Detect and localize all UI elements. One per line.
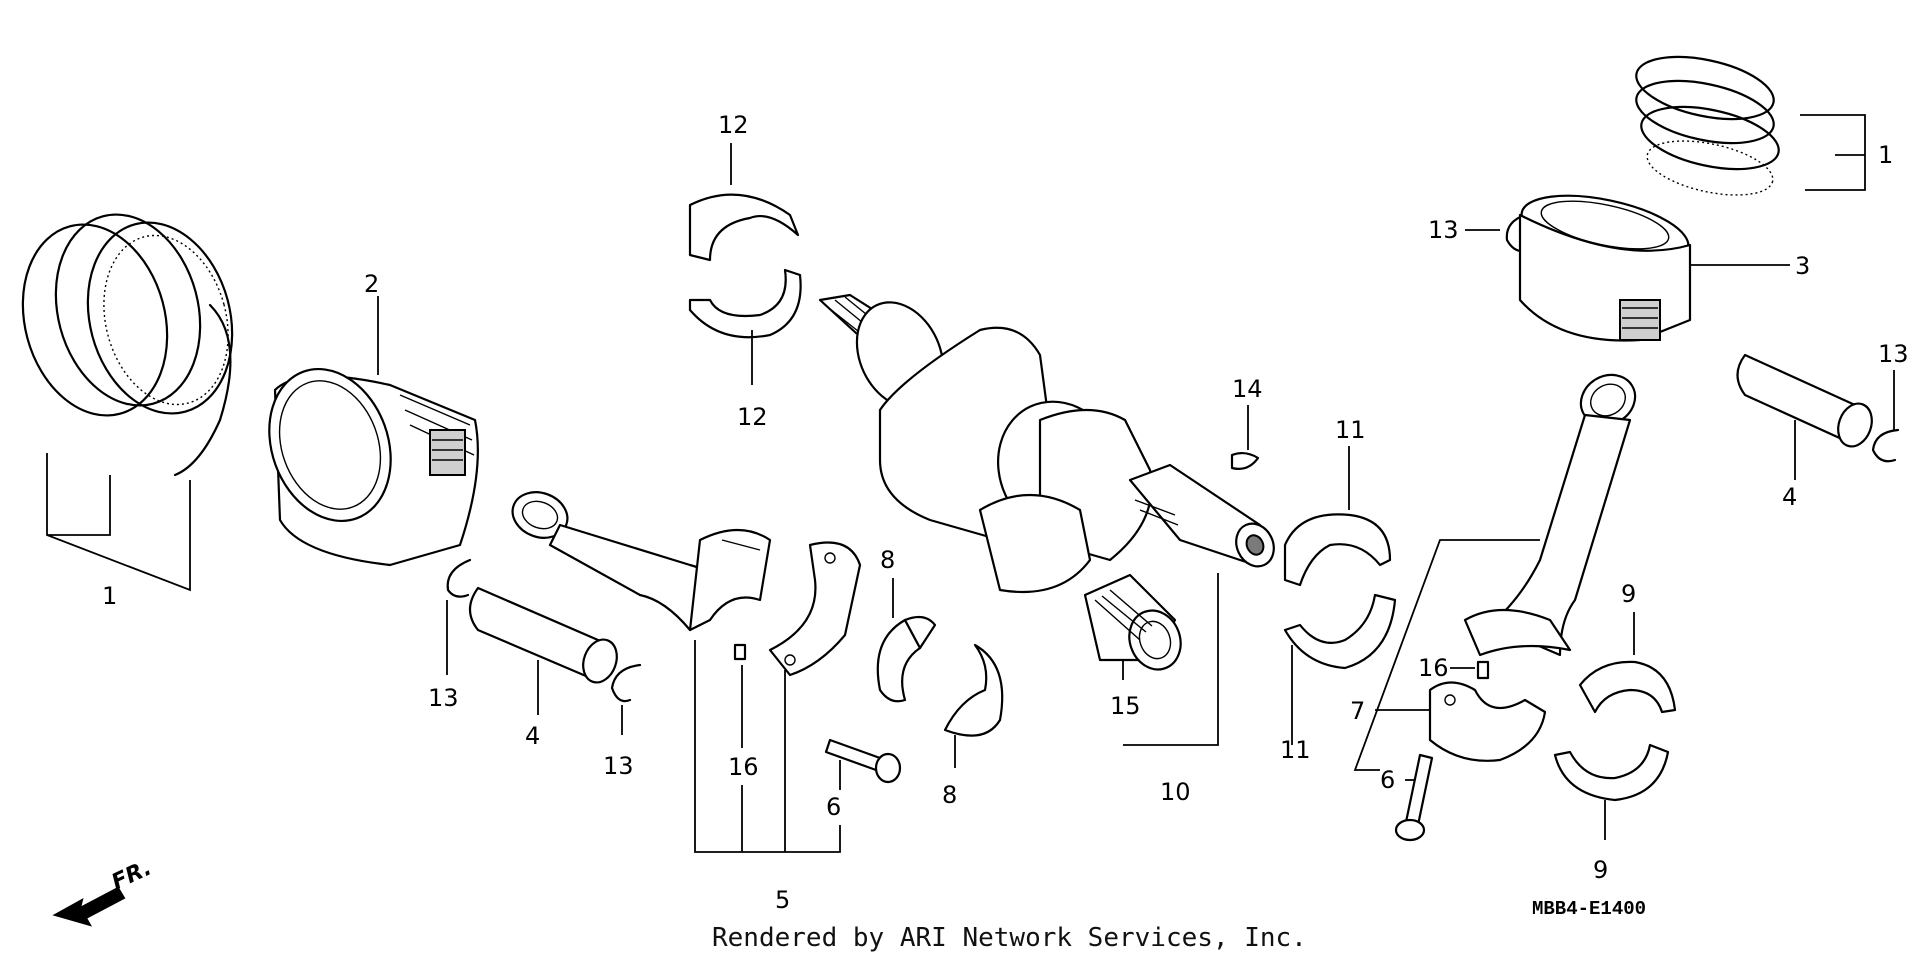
callout-7: 7 [1350,697,1365,725]
connecting-rod-cap-left[interactable] [768,541,862,677]
main-bearing-12-lower[interactable] [688,268,802,339]
callout-11-lower: 11 [1280,736,1311,764]
callout-4-left: 4 [525,722,540,750]
piston-right[interactable] [1516,183,1695,342]
rod-bearing-8-lower[interactable] [943,643,1004,737]
front-direction-arrow-icon [52,886,126,927]
callout-1-left: 1 [102,582,117,610]
credit-line: Rendered by ARI Network Services, Inc. [712,923,1307,953]
piston-pin-clip-right-b[interactable] [1871,428,1900,463]
callout-9-upper: 9 [1621,580,1636,608]
piston-left[interactable] [249,352,479,567]
rod-bearing-9-lower[interactable] [1553,743,1670,802]
callout-2: 2 [364,270,379,298]
callout-14: 14 [1232,375,1263,403]
callout-11-upper: 11 [1335,416,1366,444]
callout-5: 5 [775,886,790,914]
callout-3: 3 [1795,252,1810,280]
callout-13-d: 13 [1878,340,1909,368]
leader-1-right [1800,114,1866,191]
dowel-pin-left[interactable] [733,643,747,661]
callout-12-bottom: 12 [737,403,768,431]
rod-bolt-right[interactable] [1394,753,1434,842]
callout-4-right: 4 [1782,483,1797,511]
leader-1-left [46,453,191,592]
main-bearing-11-lower[interactable] [1283,593,1397,670]
callout-13-a: 13 [428,684,459,712]
piston-pin-clip-left-a[interactable] [446,558,472,598]
piston-pin-right[interactable] [1736,353,1878,451]
piston-ring-set-right[interactable] [1631,46,1785,205]
crankshaft[interactable] [818,288,1281,594]
callout-12-top: 12 [718,111,749,139]
callout-13-c: 13 [1428,216,1459,244]
leader-10 [1123,573,1219,746]
main-bearing-12-upper[interactable] [688,193,800,262]
callout-16-right: 16 [1418,654,1449,682]
main-bearing-11-upper[interactable] [1283,513,1392,587]
callout-9-lower: 9 [1593,856,1608,884]
callout-8-upper: 8 [880,546,895,574]
front-direction-label: FR. [108,856,155,896]
callout-1-right: 1 [1878,141,1893,169]
piston-pin-clip-left-b[interactable] [610,663,642,703]
leader-5 [694,640,841,853]
callout-8-lower: 8 [942,781,957,809]
callout-16-left: 16 [728,753,759,781]
rod-bearing-8-upper[interactable] [876,615,937,703]
callout-10: 10 [1160,778,1191,806]
piston-pin-left[interactable] [468,586,623,687]
piston-ring-set-left[interactable] [2,198,252,477]
connecting-rod-left[interactable] [506,485,772,632]
callout-6-left: 6 [826,793,841,821]
woodruff-key[interactable] [1230,451,1260,470]
leader-rod-right [1353,539,1540,771]
dowel-pin-right[interactable] [1476,660,1490,680]
diagram-code: MBB4-E1400 [1532,898,1646,920]
connecting-rod-right[interactable] [1463,365,1644,657]
needle-bearing[interactable] [1083,573,1189,677]
callout-6-right: 6 [1380,766,1395,794]
callout-13-b: 13 [603,752,634,780]
rod-bearing-9-upper[interactable] [1578,660,1677,714]
callout-15: 15 [1110,692,1141,720]
connecting-rod-cap-right[interactable] [1428,681,1547,762]
rod-bolt-left[interactable] [824,738,902,784]
